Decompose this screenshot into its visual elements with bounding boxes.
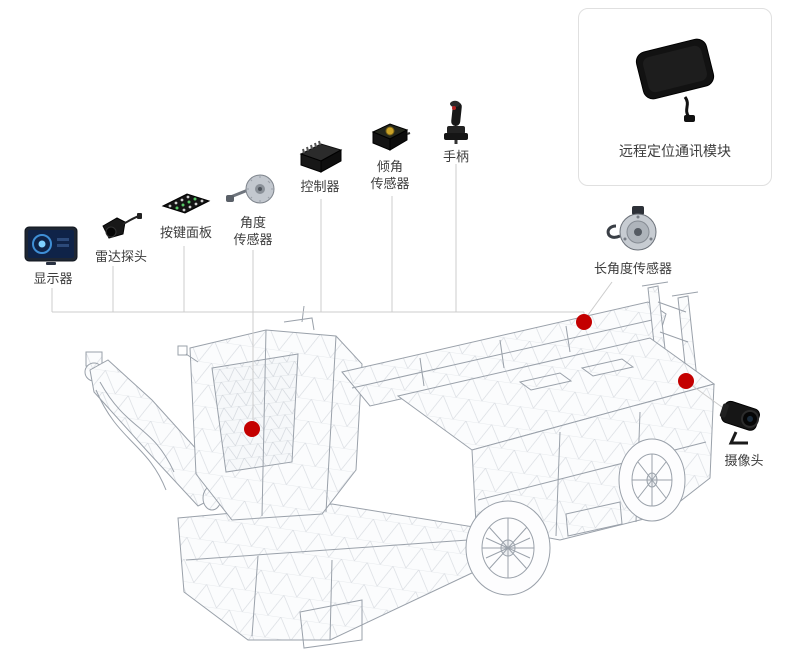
cab xyxy=(177,305,363,521)
component-angle-sensor: 角度 传感器 xyxy=(224,172,282,249)
component-controller: 控制器 xyxy=(294,140,346,196)
vehicle-body xyxy=(84,281,716,649)
component-long-angle-sensor: 长角度传感器 xyxy=(588,204,678,278)
handle-label: 手柄 xyxy=(442,149,469,164)
component-display: 显示器 xyxy=(22,226,84,288)
remote-module-label: 远程定位通讯模块 xyxy=(619,143,731,159)
monitor-icon xyxy=(24,226,78,265)
component-camera: 摄像头 xyxy=(714,398,774,470)
base-deck xyxy=(177,503,481,649)
tilt-sensor-label: 倾角 传感器 xyxy=(370,159,410,191)
component-tilt-sensor: 倾角 传感器 xyxy=(366,120,414,193)
radar-probe-icon xyxy=(102,213,142,239)
marker-cab xyxy=(244,421,260,437)
angle-sensor-label: 角度 传感器 xyxy=(233,215,273,247)
controller-box-icon xyxy=(299,140,343,173)
camera-label: 摄像头 xyxy=(724,453,764,468)
radar-probe-label: 雷达探头 xyxy=(94,249,147,264)
component-handle: 手柄 xyxy=(432,100,480,166)
gps-module-icon xyxy=(635,38,715,122)
component-keypad: 按键面板 xyxy=(156,190,216,242)
wheels xyxy=(465,438,686,596)
long-angle-sensor-label: 长角度传感器 xyxy=(593,261,672,276)
connector-lines xyxy=(51,164,727,420)
controller-label: 控制器 xyxy=(300,179,340,194)
cable-angle-sensor-icon xyxy=(606,206,657,251)
component-radar-probe: 雷达探头 xyxy=(92,212,150,266)
keypad-icon xyxy=(161,193,211,214)
rear-camera-icon xyxy=(719,400,760,445)
keypad-label: 按键面板 xyxy=(159,225,212,240)
marker-boom xyxy=(576,314,592,330)
position-markers xyxy=(244,314,694,437)
tilt-sensor-icon xyxy=(371,123,411,151)
marker-rear xyxy=(678,373,694,389)
display-label: 显示器 xyxy=(33,271,73,286)
angle-sensor-icon xyxy=(226,174,275,204)
remote-module-panel: 远程定位通讯模块 xyxy=(578,8,772,186)
joystick-icon xyxy=(444,100,468,144)
